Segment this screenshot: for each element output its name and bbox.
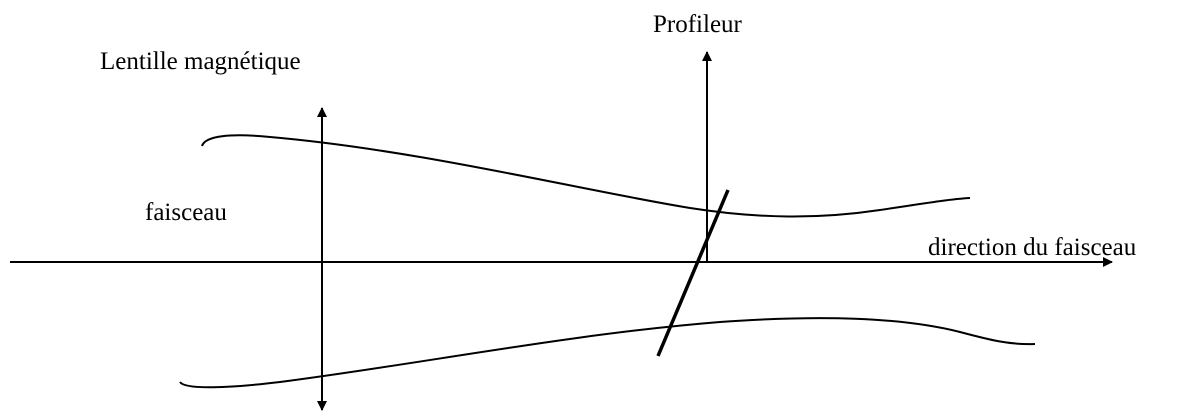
profiler-label: Profileur: [653, 11, 742, 38]
beam-envelope-upper: [201, 134, 971, 218]
profiler-plane: [656, 189, 730, 357]
magnetic-lens-label: Lentille magnétique: [100, 48, 301, 75]
beam-direction-label: direction du faisceau: [928, 234, 1137, 261]
beam-envelope-lower: [179, 317, 1036, 389]
beam-label: faisceau: [145, 199, 227, 226]
